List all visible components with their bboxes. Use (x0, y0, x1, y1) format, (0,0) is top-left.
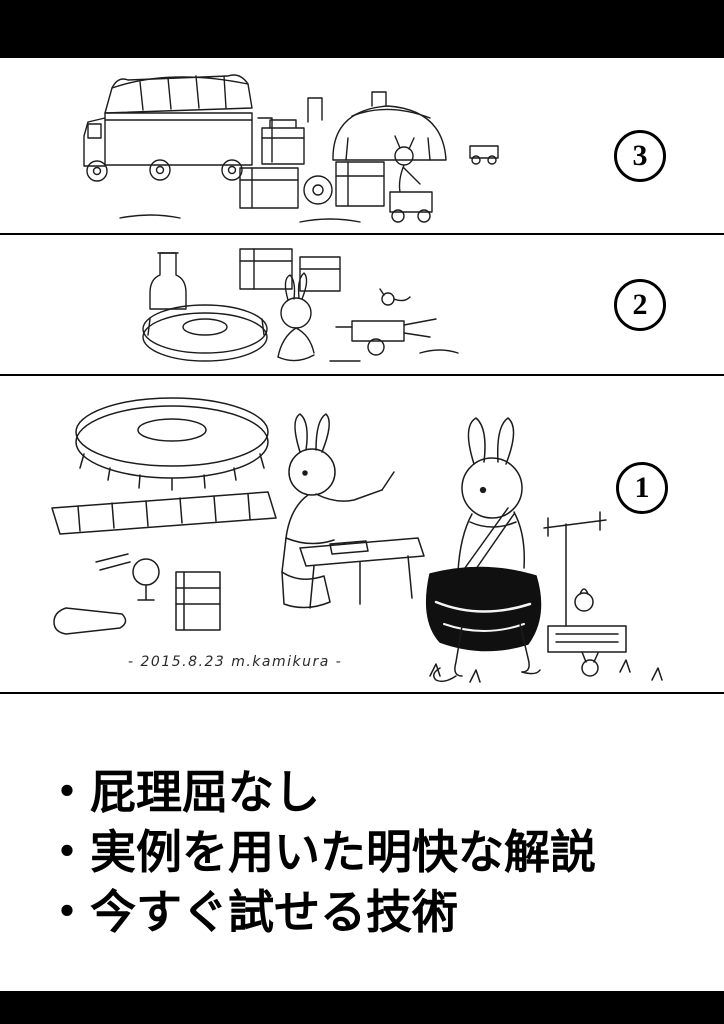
panel-number-badge-1: 1 (616, 462, 668, 514)
panel-number-badge-2: 2 (614, 279, 666, 331)
panel-divider (0, 233, 724, 235)
workbench-junk-sketch (142, 248, 459, 362)
panel-divider (0, 692, 724, 694)
panel-number-3: 3 (632, 139, 648, 172)
illustration-panel-1: 1 - 2015.8.23 m.kamikura - (0, 376, 724, 692)
bullet-item: ・今すぐ試せる技術 (44, 887, 458, 938)
campsite-truck-sketch (83, 74, 499, 223)
panel-number-1: 1 (634, 471, 650, 504)
artist-signature: - 2015.8.23 m.kamikura - (128, 654, 343, 670)
rabbit-characters-sketch (51, 397, 663, 683)
panel-number-badge-3: 3 (614, 130, 666, 182)
illustration-panel-3: 3 (0, 58, 724, 233)
bottom-black-bar (0, 991, 724, 1024)
illustration-panel-2: 2 (0, 235, 724, 374)
panel-divider (0, 374, 724, 376)
top-black-bar (0, 0, 724, 58)
feature-bullet-list: ・屁理屈なし ・実例を用いた明快な解説 ・今すぐ試せる技術 (44, 763, 596, 943)
bullet-item: ・屁理屈なし (44, 767, 320, 818)
illustration-section: 3 (0, 58, 724, 694)
panel-number-2: 2 (632, 288, 648, 321)
bullet-item: ・実例を用いた明快な解説 (44, 827, 596, 878)
